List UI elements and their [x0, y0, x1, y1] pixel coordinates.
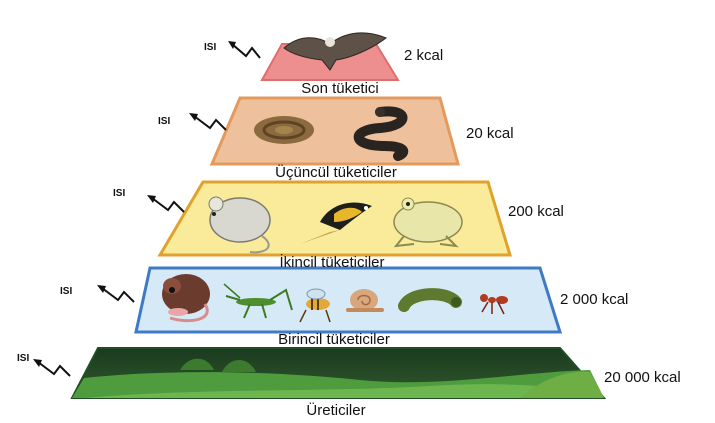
heat-indicator-apex: ISI	[204, 41, 260, 58]
tier-secondary-consumers	[160, 182, 510, 255]
heat-arrow-icon	[152, 198, 184, 212]
energy-value-tertiary: 20 kcal	[466, 125, 514, 142]
tier-label-producers: Üreticiler	[306, 401, 365, 419]
heat-label: ISI	[60, 286, 72, 297]
heat-indicator-primary: ISI	[60, 285, 134, 302]
tier-label-tertiary: Üçüncül tüketiciler	[275, 163, 397, 181]
tier-producers	[72, 348, 604, 398]
heat-label: ISI	[113, 188, 125, 199]
heat-arrow-icon	[194, 116, 226, 130]
tier-label-primary: Birincil tüketiciler	[278, 331, 390, 348]
heat-indicator-tertiary: ISI	[158, 113, 226, 130]
heat-indicator-secondary: ISI	[113, 188, 184, 212]
energy-value-producers: 20 000 kcal	[604, 369, 681, 386]
tier-label-secondary: İkincil tüketiciler	[279, 253, 384, 271]
tier-apex-consumer	[262, 33, 398, 80]
energy-value-primary: 2 000 kcal	[560, 291, 628, 308]
heat-label: ISI	[17, 353, 29, 364]
tier-primary-consumers	[136, 268, 560, 332]
tier-tertiary-consumers	[212, 98, 458, 164]
heat-arrow-icon	[38, 362, 70, 376]
heat-indicator-producers: ISI	[17, 353, 70, 376]
heat-arrow-icon	[232, 44, 260, 58]
coiled-snake-icon	[254, 116, 314, 144]
tier-label-apex: Son tüketici	[301, 80, 379, 97]
energy-value-apex: 2 kcal	[404, 47, 443, 64]
heat-label: ISI	[204, 42, 216, 53]
heat-arrow-icon	[102, 288, 134, 302]
heat-label: ISI	[158, 116, 170, 127]
energy-value-secondary: 200 kcal	[508, 203, 564, 220]
tier-tertiary-consumers-trapezoid	[212, 98, 458, 164]
